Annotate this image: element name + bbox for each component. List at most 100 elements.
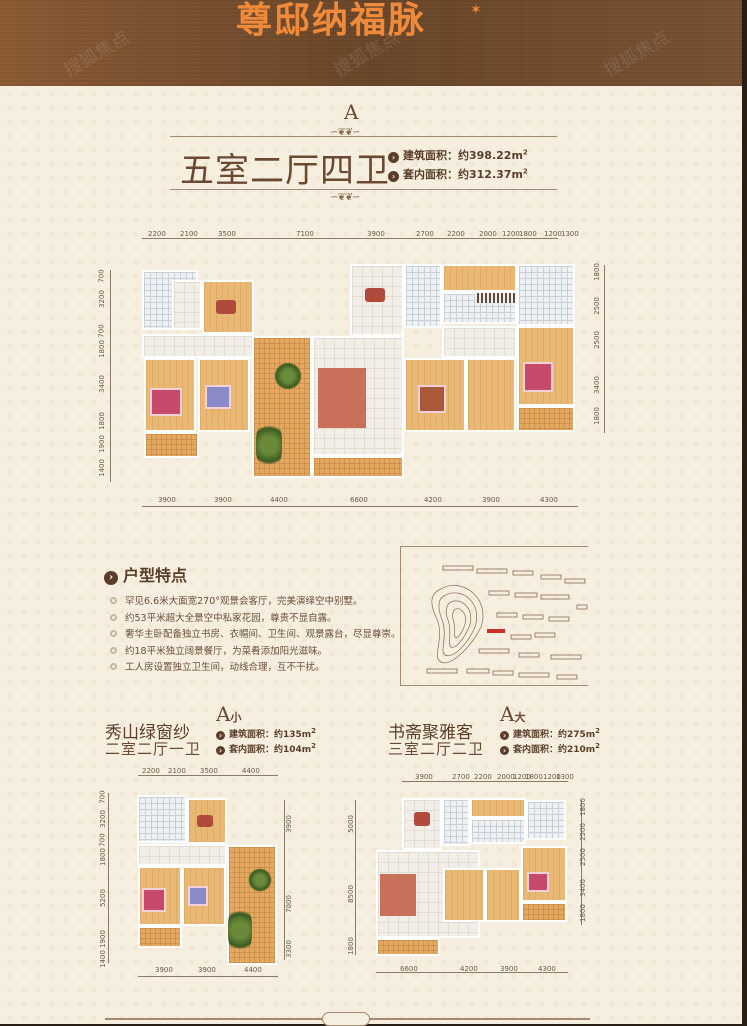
bullet-icon bbox=[110, 613, 117, 621]
hallway bbox=[442, 326, 517, 358]
dimension-label: 3900 bbox=[284, 815, 293, 833]
dimension-label: 3400 bbox=[578, 879, 587, 897]
master-bathroom bbox=[517, 264, 575, 326]
bed bbox=[205, 385, 231, 409]
dimension-label: 3900 bbox=[198, 966, 216, 974]
unit-a-small-layout: 二室二厅一卫 bbox=[105, 740, 202, 758]
dimension-label: 4400 bbox=[242, 767, 260, 775]
dimension-label: 700 bbox=[98, 790, 107, 804]
view-terrace bbox=[521, 902, 567, 922]
dimension-label: 6600 bbox=[350, 496, 368, 504]
unit-a-large-net-area: ›套内面积：约210m2 bbox=[500, 742, 600, 755]
dimension-label: 1900 bbox=[98, 930, 107, 948]
site-plan-icon bbox=[426, 565, 588, 680]
dimension-line bbox=[108, 793, 109, 963]
page-edge bbox=[742, 0, 747, 1024]
chevron-right-icon: › bbox=[500, 746, 509, 755]
dimension-label: 1800 bbox=[97, 412, 106, 430]
bullet-icon bbox=[110, 663, 117, 670]
dimension-label: 2000 bbox=[479, 230, 497, 238]
watermark: 搜狐焦点 bbox=[60, 27, 134, 82]
dimension-label: 1800 bbox=[578, 798, 587, 816]
bathroom bbox=[137, 795, 187, 843]
service-room bbox=[442, 264, 517, 292]
balcony bbox=[138, 926, 182, 948]
star-icon: ✶ bbox=[470, 2, 482, 18]
dimension-label: 4300 bbox=[540, 496, 558, 504]
dimension-label: 2500 bbox=[592, 297, 601, 315]
dimension-label: 3500 bbox=[200, 767, 218, 775]
dimension-label: 3300 bbox=[284, 940, 293, 958]
dimension-line bbox=[142, 238, 558, 239]
dimension-label: 700 bbox=[97, 324, 106, 338]
corridor bbox=[142, 334, 254, 358]
dimension-line bbox=[581, 800, 582, 925]
chevron-right-icon: › bbox=[104, 571, 118, 585]
dimension-label: 3200 bbox=[97, 290, 106, 308]
dimension-line bbox=[402, 781, 568, 782]
dimension-label: 3200 bbox=[98, 810, 107, 828]
dimension-label: 2700 bbox=[452, 773, 470, 781]
bathroom bbox=[470, 818, 526, 844]
dining-table bbox=[216, 300, 236, 314]
bed bbox=[142, 888, 166, 912]
dimension-label: 3900 bbox=[214, 496, 232, 504]
dimension-label: 2100 bbox=[180, 230, 198, 238]
dimension-line bbox=[604, 265, 605, 433]
dimension-label: 2200 bbox=[474, 773, 492, 781]
feature-item: 罕见6.6米大面宽270°观景会客厅，完美演绎空中别墅。 bbox=[110, 594, 401, 611]
chevron-right-icon: › bbox=[388, 152, 399, 163]
unit-a-large-name: 书斋聚雅客 bbox=[388, 723, 473, 743]
dimension-label: 3900 bbox=[158, 496, 176, 504]
chevron-right-icon: › bbox=[216, 731, 225, 740]
dimension-label: 3900 bbox=[482, 496, 500, 504]
plant-icon bbox=[274, 362, 302, 390]
dimension-label: 4300 bbox=[538, 965, 556, 973]
plant-icon bbox=[228, 905, 252, 955]
dimension-label: 2200 bbox=[447, 230, 465, 238]
unit-a-large-letter: A大 bbox=[500, 702, 526, 726]
bed bbox=[150, 388, 182, 416]
dimension-label: 700 bbox=[98, 833, 107, 847]
dimension-label: 3900 bbox=[500, 965, 518, 973]
service-room bbox=[470, 798, 526, 818]
dimension-label: 1800 bbox=[98, 848, 107, 866]
dimension-label: 6600 bbox=[400, 965, 418, 973]
dimension-label: 1300 bbox=[556, 773, 574, 781]
dimension-label: 1200 bbox=[544, 230, 562, 238]
dimension-label: 1200 bbox=[513, 773, 531, 781]
bed bbox=[527, 872, 549, 892]
dimension-line bbox=[355, 800, 356, 955]
dimension-label: 3400 bbox=[97, 375, 106, 393]
dimension-label: 2200 bbox=[148, 230, 166, 238]
feature-item: 奢华主卧配备独立书房、衣帽间、卫生间、观景露台，尽显尊崇。 bbox=[110, 627, 401, 644]
dimension-label: 1900 bbox=[97, 435, 106, 453]
unit-a-small-name: 秀山绿窗纱 bbox=[105, 723, 190, 743]
dimension-label: 1800 bbox=[97, 340, 106, 358]
chevron-right-icon: › bbox=[216, 746, 225, 755]
dimension-label: 1800 bbox=[519, 230, 537, 238]
bullet-icon bbox=[110, 630, 117, 637]
unit-a-large-layout: 三室二厅二卫 bbox=[388, 740, 485, 758]
wardrobe bbox=[475, 293, 515, 303]
dimension-line bbox=[142, 506, 578, 507]
unit-a-large-gross-area: ›建筑面积：约275m2 bbox=[500, 727, 600, 740]
dimension-label: 1200 bbox=[543, 773, 561, 781]
dimension-line bbox=[110, 270, 111, 482]
dimension-label: 4400 bbox=[270, 496, 288, 504]
watermark: 搜狐焦点 bbox=[600, 27, 674, 82]
corridor bbox=[137, 844, 227, 866]
features-list: 罕见6.6米大面宽270°观景会客厅，完美演绎空中别墅。 约53平米超大全景空中… bbox=[110, 594, 401, 677]
dimension-label: 4200 bbox=[424, 496, 442, 504]
dimension-label: 700 bbox=[97, 269, 106, 283]
master-bathroom bbox=[526, 800, 566, 840]
dimension-label: 2000 bbox=[497, 773, 515, 781]
dimension-label: 3500 bbox=[218, 230, 236, 238]
dimension-label: 1800 bbox=[346, 937, 355, 955]
study bbox=[466, 358, 516, 432]
dining-table bbox=[197, 815, 213, 827]
dimension-label: 1800 bbox=[592, 263, 601, 281]
bed bbox=[418, 385, 446, 413]
header-banner: 尊邸纳福脉 ✶ 搜狐焦点 搜狐焦点 搜狐焦点 bbox=[0, 0, 742, 86]
